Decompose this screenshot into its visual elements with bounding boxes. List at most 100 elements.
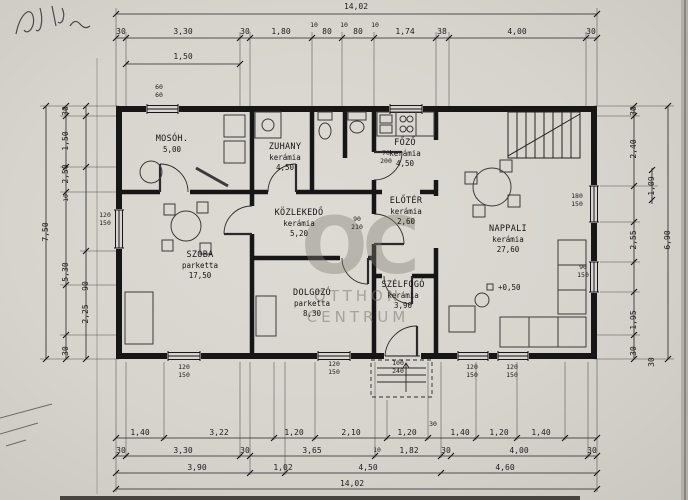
room-area: 3,90 [393, 300, 413, 310]
opening-width: 120 [178, 363, 190, 371]
opening-height: 150 [99, 218, 111, 227]
dim-label: 6,90 [663, 230, 672, 250]
room-name: NAPPALI [489, 224, 527, 234]
window-size-label: 120 150 [466, 363, 478, 380]
room-label-zuhany: ZUHANY kerámia 4,50 [269, 142, 302, 173]
dim-label: 1,20 [489, 428, 509, 437]
opening-width: 70 [382, 149, 390, 157]
dim-label: 3,90 [187, 463, 207, 472]
dim-label: 10 [371, 21, 379, 29]
bedroom-furniture [124, 201, 212, 345]
dim-label: 30 [629, 106, 638, 116]
dim-label: 1,50 [173, 52, 193, 61]
dim-label: 30 [586, 27, 596, 36]
dim-label: 1,74 [395, 27, 415, 36]
dim-label: 30 [116, 27, 126, 36]
dim-label: 4,00 [509, 446, 529, 455]
dim-label: 2,40 [629, 139, 638, 159]
room-material: kerámia [269, 153, 301, 163]
opening-width: 180 [571, 192, 583, 200]
opening-height: 150 [571, 199, 583, 208]
dim-label: 1,02 [273, 463, 293, 472]
window-size-label: 60 60 [155, 83, 163, 100]
room-label-szoba: SZOBA parketta 17,50 [182, 250, 218, 281]
window-size-label: 120 150 [506, 363, 518, 380]
dim-label: 3,22 [209, 428, 229, 437]
opening-height: 150 [466, 370, 478, 379]
room-label-kozlekedo: KÖZLEKEDŐ kerámia 5,20 [275, 208, 324, 239]
dimension-ticks [42, 10, 672, 493]
room-area: 27,60 [496, 244, 520, 254]
room-area: 17,50 [188, 270, 212, 280]
dim-label: 1,20 [397, 428, 417, 437]
dim-label: 1,80 [271, 27, 291, 36]
dim-label: 3,30 [173, 27, 193, 36]
opening-width: 120 [99, 211, 111, 219]
scan-artifact-lines [0, 403, 53, 447]
opening-width: 120 [466, 363, 478, 371]
door-size-label: 100 240 [392, 359, 404, 376]
room-name: FŐZŐ [394, 138, 416, 148]
dim-label: 1,50 [61, 131, 70, 151]
room-area: 4,50 [275, 162, 295, 172]
room-name: DOLGOZÓ [293, 288, 331, 298]
window-size-label: 120 150 [99, 211, 111, 228]
opening-width: 60 [155, 83, 163, 91]
opening-width: 90 [353, 215, 361, 223]
opening-width: 120 [506, 363, 518, 371]
dim-label: 1,82 [399, 446, 419, 455]
room-label-fozo: FŐZŐ kerámia 4,50 [389, 138, 421, 169]
opening-width: 90 [579, 263, 587, 271]
dim-label: 30 [240, 27, 250, 36]
dim-label: 4,60 [495, 463, 515, 472]
dim-label: 5,30 [61, 262, 70, 282]
window-size-label: 120 150 [328, 360, 340, 377]
dim-label: 1,40 [450, 428, 470, 437]
dimension-lines [45, 13, 669, 490]
dim-label: 2,25 [81, 304, 90, 324]
room-label-mosoh: MOSÓH. 5,00 [156, 134, 189, 155]
dim-label: 38 [437, 27, 447, 36]
room-material: kerámia [387, 291, 419, 301]
room-name: SZOBA [186, 250, 214, 260]
dim-label: 30 [629, 346, 638, 356]
windows [113, 103, 600, 362]
door-size-label: 70 200 [380, 149, 392, 166]
dim-label: 1,95 [629, 310, 638, 330]
opening-height: 210 [351, 222, 363, 231]
dim-label: 4,00 [507, 27, 527, 36]
room-material: kerámia [492, 235, 524, 245]
scan-edge-shadow [60, 0, 688, 500]
opening-width: 100 [392, 359, 404, 367]
dim-label: 2,10 [341, 428, 361, 437]
room-label-nappali: NAPPALI kerámia 27,60 [489, 224, 527, 255]
dim-label: 2,50 [61, 164, 70, 184]
dim-label: 30 [240, 446, 250, 455]
study-furniture [255, 295, 277, 337]
dim-label: 10 [340, 21, 348, 29]
dim-label: 10 [373, 446, 381, 454]
door-size-label: 90 210 [351, 215, 363, 232]
dim-label: 7,50 [41, 222, 50, 242]
dim-label: 3,30 [173, 446, 193, 455]
room-area: 8,30 [302, 308, 322, 318]
window-size-label: 90 150 [577, 263, 589, 280]
room-area: 5,20 [289, 228, 309, 238]
room-area: 2,60 [396, 216, 416, 226]
room-area: 5,00 [162, 145, 182, 155]
dim-label: 1,09 [647, 176, 656, 196]
room-material: kerámia [390, 207, 422, 217]
dim-label: 30 [61, 106, 70, 116]
dim-label: 10 [61, 194, 70, 202]
room-name: SZÉLFOGÓ [381, 280, 425, 290]
dim-label: 2,55 [629, 230, 638, 250]
room-label-dolgozo: DOLGOZÓ parketta 8,30 [293, 288, 331, 319]
dim-label: 30 [61, 346, 70, 356]
room-label-eloter: ELŐTÉR kerámia 2,60 [390, 196, 423, 227]
entrance-steps [370, 359, 433, 398]
dim-label: 4,50 [358, 463, 378, 472]
opening-height: 150 [328, 367, 340, 376]
dim-label: 14,02 [343, 2, 369, 11]
dim-label: 30 [647, 357, 656, 367]
